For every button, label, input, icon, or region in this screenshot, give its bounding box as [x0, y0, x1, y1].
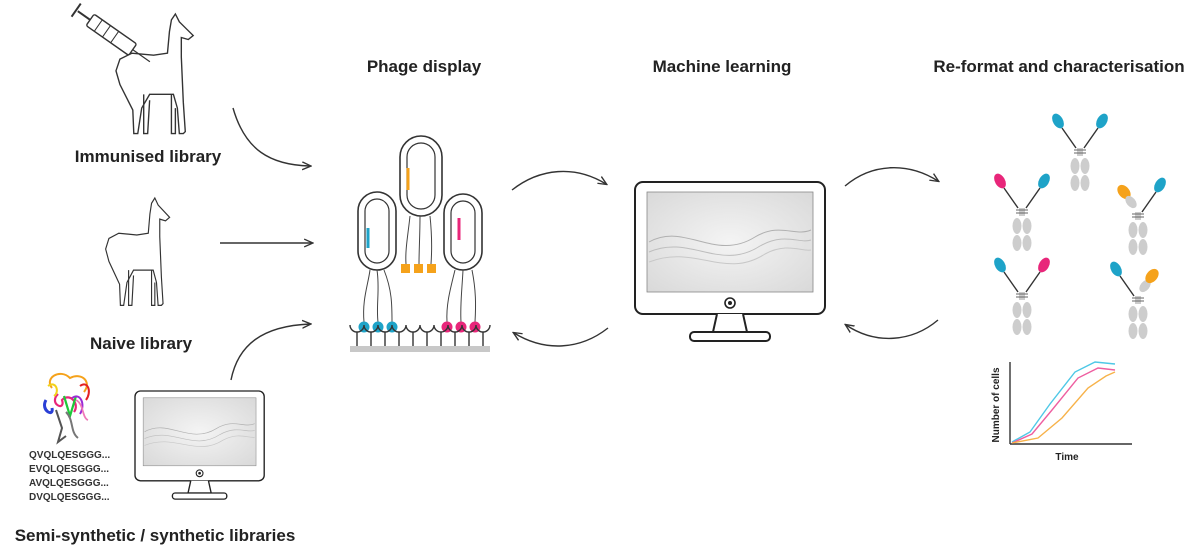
arrow-ml-to-reformat — [844, 166, 938, 187]
growth-curve-pink — [1011, 367, 1116, 444]
arrow-reformat-to-ml — [846, 319, 939, 340]
arrow-immunised-to-phage — [232, 107, 310, 166]
arrow-synthetic-to-phage — [230, 324, 310, 381]
growth-chart: Number of cells Time — [991, 361, 1132, 463]
heading-reformat: Re-format and characterisation — [933, 57, 1184, 76]
sequence-list: QVQLQESGGG... EVQLQESGGG... AVQLQESGGG..… — [29, 450, 110, 503]
protein-structure-icon — [43, 372, 90, 445]
heading-machine-learning: Machine learning — [653, 57, 792, 76]
sequence-item: EVQLQESGGG... — [29, 464, 109, 475]
heading-phage-display: Phage display — [367, 57, 482, 76]
antibody-icon — [1117, 177, 1166, 256]
antibody-icon — [1052, 113, 1108, 192]
chart-xlabel: Time — [1055, 452, 1079, 463]
arrow-ml-to-phage — [514, 327, 609, 347]
monitor-icon — [634, 181, 826, 342]
alpaca-icon — [105, 197, 171, 306]
syringe-icon — [70, 2, 151, 63]
label-immunised-library: Immunised library — [75, 147, 222, 166]
phage-icon — [349, 135, 491, 352]
sequence-item: DVQLQESGGG... — [29, 492, 110, 503]
arrow-phage-to-ml — [511, 170, 606, 191]
growth-curve-blue — [1011, 361, 1116, 443]
monitor-icon — [134, 390, 265, 500]
sequence-item: QVQLQESGGG... — [29, 450, 110, 461]
chart-ylabel: Number of cells — [991, 367, 1002, 442]
label-naive-library: Naive library — [90, 334, 193, 353]
antibody-icon — [1110, 261, 1159, 340]
label-synthetic-libraries: Semi-synthetic / synthetic libraries — [15, 526, 296, 545]
alpaca-icon — [115, 13, 194, 135]
antibody-icon — [994, 257, 1050, 336]
growth-curve-orange — [1011, 371, 1116, 444]
sequence-item: AVQLQESGGG... — [29, 478, 109, 489]
antibody-icon — [994, 173, 1050, 252]
